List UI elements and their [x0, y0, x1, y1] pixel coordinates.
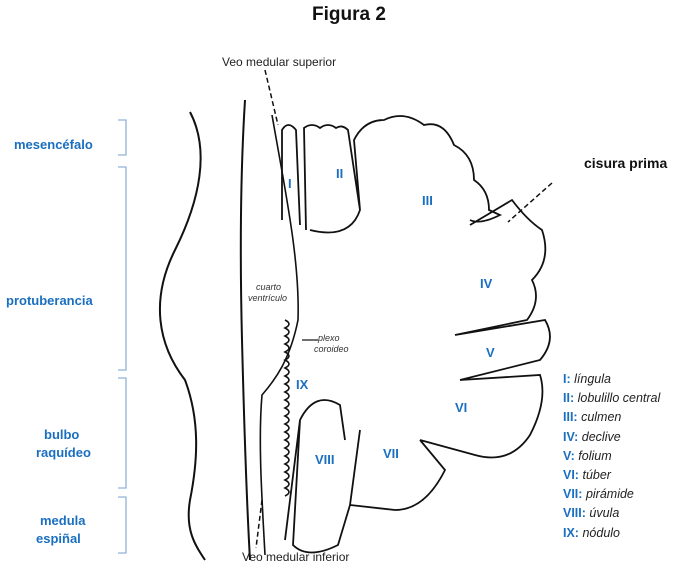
lobe-IX: IX — [296, 377, 308, 392]
label-cisura-prima: cisura prima — [584, 155, 667, 171]
label-cuarto: cuarto — [256, 282, 281, 292]
lobe-II: II — [336, 166, 343, 181]
legend-item: V: folium — [563, 447, 660, 466]
bracket-medula — [118, 497, 126, 553]
label-coroideo: coroideo — [314, 344, 349, 354]
lobe-V: V — [486, 345, 495, 360]
region-mesencefalo: mesencéfalo — [14, 136, 93, 154]
region-protuberancia: protuberancia — [6, 292, 93, 310]
lobe-VIII: VIII — [315, 452, 335, 467]
bracket-mesencefalo — [118, 120, 126, 155]
legend-item: IV: declive — [563, 428, 660, 447]
fourth-ventricle-wall — [260, 115, 298, 555]
brainstem-anterior-edge — [241, 100, 250, 560]
legend-item: III: culmen — [563, 408, 660, 427]
legend-item: VI: túber — [563, 466, 660, 485]
legend-item: VII: pirámide — [563, 485, 660, 504]
label-veo-medular-inferior: Veo medular inferior — [242, 550, 349, 564]
lobe-legend: I: língula II: lobulillo central III: cu… — [563, 370, 660, 543]
legend-item: IX: nódulo — [563, 524, 660, 543]
region-medula: medula — [40, 512, 86, 530]
bracket-protuberancia — [118, 167, 126, 370]
plexus-fold-edge — [285, 320, 289, 496]
lobe-IV: IV — [480, 276, 492, 291]
bracket-bulbo — [118, 378, 126, 488]
veo-inferior-pointer — [256, 500, 262, 548]
legend-item: VIII: úvula — [563, 504, 660, 523]
label-plexo: plexo — [318, 333, 340, 343]
label-ventriculo: ventrículo — [248, 293, 287, 303]
legend-item: II: lobulillo central — [563, 389, 660, 408]
lobe-VII: VII — [383, 446, 399, 461]
lobe-VI: VI — [455, 400, 467, 415]
region-bulbo: bulbo — [44, 426, 79, 444]
label-veo-medular-superior: Veo medular superior — [222, 55, 336, 69]
lobe-III: III — [422, 193, 433, 208]
legend-item: I: língula — [563, 370, 660, 389]
lobe-I: I — [288, 176, 292, 191]
region-espinal: espiñal — [36, 530, 81, 548]
brainstem-outline — [160, 112, 205, 560]
region-raquideo: raquídeo — [36, 444, 91, 462]
